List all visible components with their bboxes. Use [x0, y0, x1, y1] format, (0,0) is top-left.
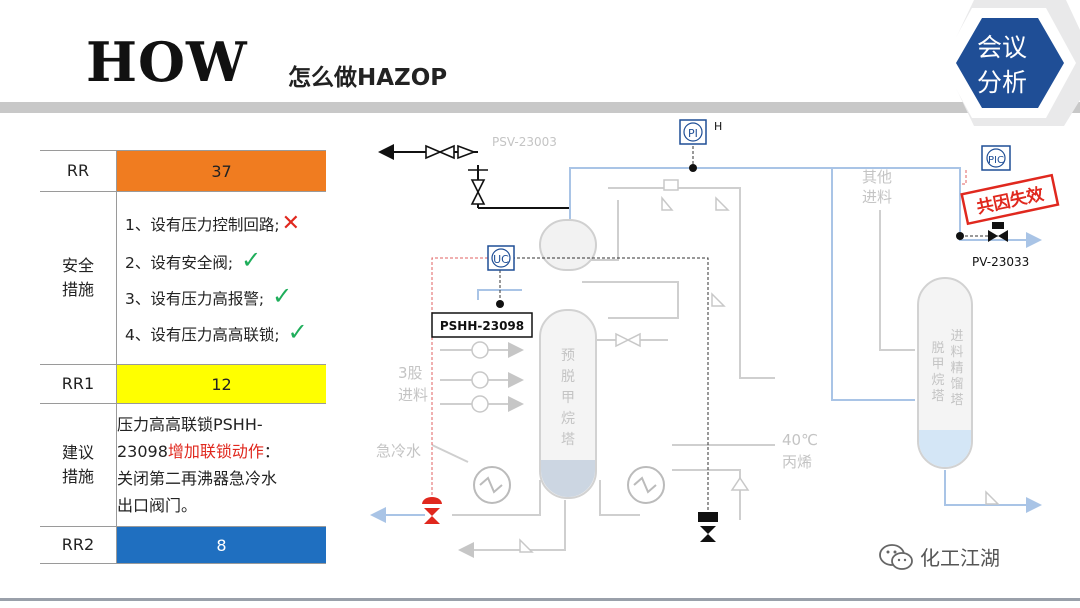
table-row: 建议 措施 压力高高联锁PSHH- 23098增加联锁动作： 关闭第二再沸器急冷…: [40, 403, 326, 527]
svg-text:烷: 烷: [561, 411, 575, 427]
quench-water-label: 急冷水: [376, 442, 421, 460]
svg-text:馏: 馏: [950, 377, 963, 392]
svg-text:烷: 烷: [931, 373, 944, 388]
rr-value: 37: [116, 150, 326, 192]
pic-instrument: PIC: [956, 145, 1011, 240]
other-feed-label: 其他: [862, 168, 892, 186]
rr-label: RR: [40, 150, 117, 192]
page-title: HOW: [86, 30, 248, 94]
uc-instrument: UC: [487, 245, 515, 308]
rr2-label: RR2: [40, 526, 117, 564]
psv-tag: PSV-23003: [492, 135, 557, 149]
svg-text:进料: 进料: [398, 386, 428, 404]
demethanizer-feed-column: [917, 277, 973, 469]
suggested-measures-label: 建议 措施: [40, 403, 117, 527]
svg-text:甲: 甲: [931, 357, 944, 372]
wechat-icon: [879, 543, 913, 570]
signal-lines: [431, 170, 967, 495]
watermark: 化工江湖: [878, 542, 1000, 571]
watermark-text: 化工江湖: [920, 546, 1000, 570]
svg-text:甲: 甲: [561, 390, 575, 406]
list-item: 3、设有压力高报警;✓: [125, 282, 293, 310]
rr2-value: 8: [116, 526, 326, 564]
risk-table: RR 37 安全 措施 1、设有压力控制回路;✕ 2、设有安全阀;✓ 3、设有压…: [40, 150, 326, 564]
check-icon: ✓: [272, 282, 293, 310]
svg-text:塔: 塔: [561, 432, 575, 448]
list-item: 1、设有压力控制回路;✕: [125, 211, 301, 236]
page-subtitle: 怎么做HAZOP: [288, 65, 448, 91]
svg-text:塔: 塔: [931, 389, 944, 404]
psv-valve-icon: [425, 144, 488, 205]
svg-text:料: 料: [950, 345, 963, 360]
pi-high-label: H: [714, 120, 722, 133]
svg-text:PSHH-23098: PSHH-23098: [440, 319, 524, 333]
pshh-tag: PSHH-23098: [431, 312, 533, 338]
svg-text:UC: UC: [493, 253, 509, 266]
shutoff-valve-icon: [698, 512, 718, 542]
pi-instrument: PI H: [679, 119, 722, 172]
svg-text:脱: 脱: [931, 341, 944, 356]
safety-measures-cell: 1、设有压力控制回路;✕ 2、设有安全阀;✓ 3、设有压力高报警;✓ 4、设有压…: [116, 191, 326, 365]
svg-text:塔: 塔: [950, 393, 963, 408]
meeting-analysis-badge: [942, 0, 1080, 126]
propylene-label: 丙烯: [782, 453, 812, 471]
temperature-label: 40℃: [782, 431, 818, 449]
svg-text:进: 进: [950, 329, 963, 344]
table-row: RR 37: [40, 150, 326, 192]
overhead-lines: [370, 167, 1042, 523]
check-icon: ✓: [241, 246, 262, 274]
interlock-highlight: 增加联锁动作: [167, 442, 264, 461]
rr1-value: 12: [116, 364, 326, 404]
header-divider: [0, 102, 1080, 113]
pv-valve-icon: [988, 222, 1008, 242]
badge-hexagon: [956, 18, 1064, 108]
svg-text:进料: 进料: [862, 188, 892, 206]
column2-label: 脱 甲 烷 塔 进 料 精 馏 塔: [931, 329, 963, 408]
cross-icon: ✕: [281, 211, 301, 236]
common-cause-failure-stamp: 共因失效: [960, 173, 1060, 226]
valve-icons: [471, 179, 1000, 553]
table-row: RR2 8: [40, 526, 326, 564]
svg-text:PI: PI: [688, 127, 698, 140]
feed-3-label: 3股: [398, 364, 423, 382]
svg-text:预: 预: [561, 348, 575, 364]
svg-text:脱: 脱: [561, 369, 575, 385]
suggested-measures-cell: 压力高高联锁PSHH- 23098增加联锁动作： 关闭第二再沸器急冷水 出口阀门…: [116, 403, 326, 527]
list-item: 4、设有压力高高联锁;✓: [125, 318, 308, 346]
column-label: 预 脱 甲 烷 塔: [561, 348, 575, 448]
quench-valve-icon: [422, 497, 442, 524]
pv-tag: PV-23033: [972, 255, 1029, 269]
rr1-label: RR1: [40, 364, 117, 404]
process-flow-diagram: PSV-23003: [370, 119, 1060, 558]
svg-text:PIC: PIC: [988, 155, 1004, 166]
reboiler-icon: [473, 466, 665, 504]
badge-label: 会议 分析: [976, 33, 1027, 97]
list-item: 2、设有安全阀;✓: [125, 246, 262, 274]
svg-text:精: 精: [950, 361, 963, 376]
check-icon: ✓: [287, 318, 308, 346]
table-row: 安全 措施 1、设有压力控制回路;✕ 2、设有安全阀;✓ 3、设有压力高报警;✓…: [40, 191, 326, 365]
safety-measures-label: 安全 措施: [40, 191, 117, 365]
table-row: RR1 12: [40, 364, 326, 404]
footer-line: [0, 598, 1080, 601]
